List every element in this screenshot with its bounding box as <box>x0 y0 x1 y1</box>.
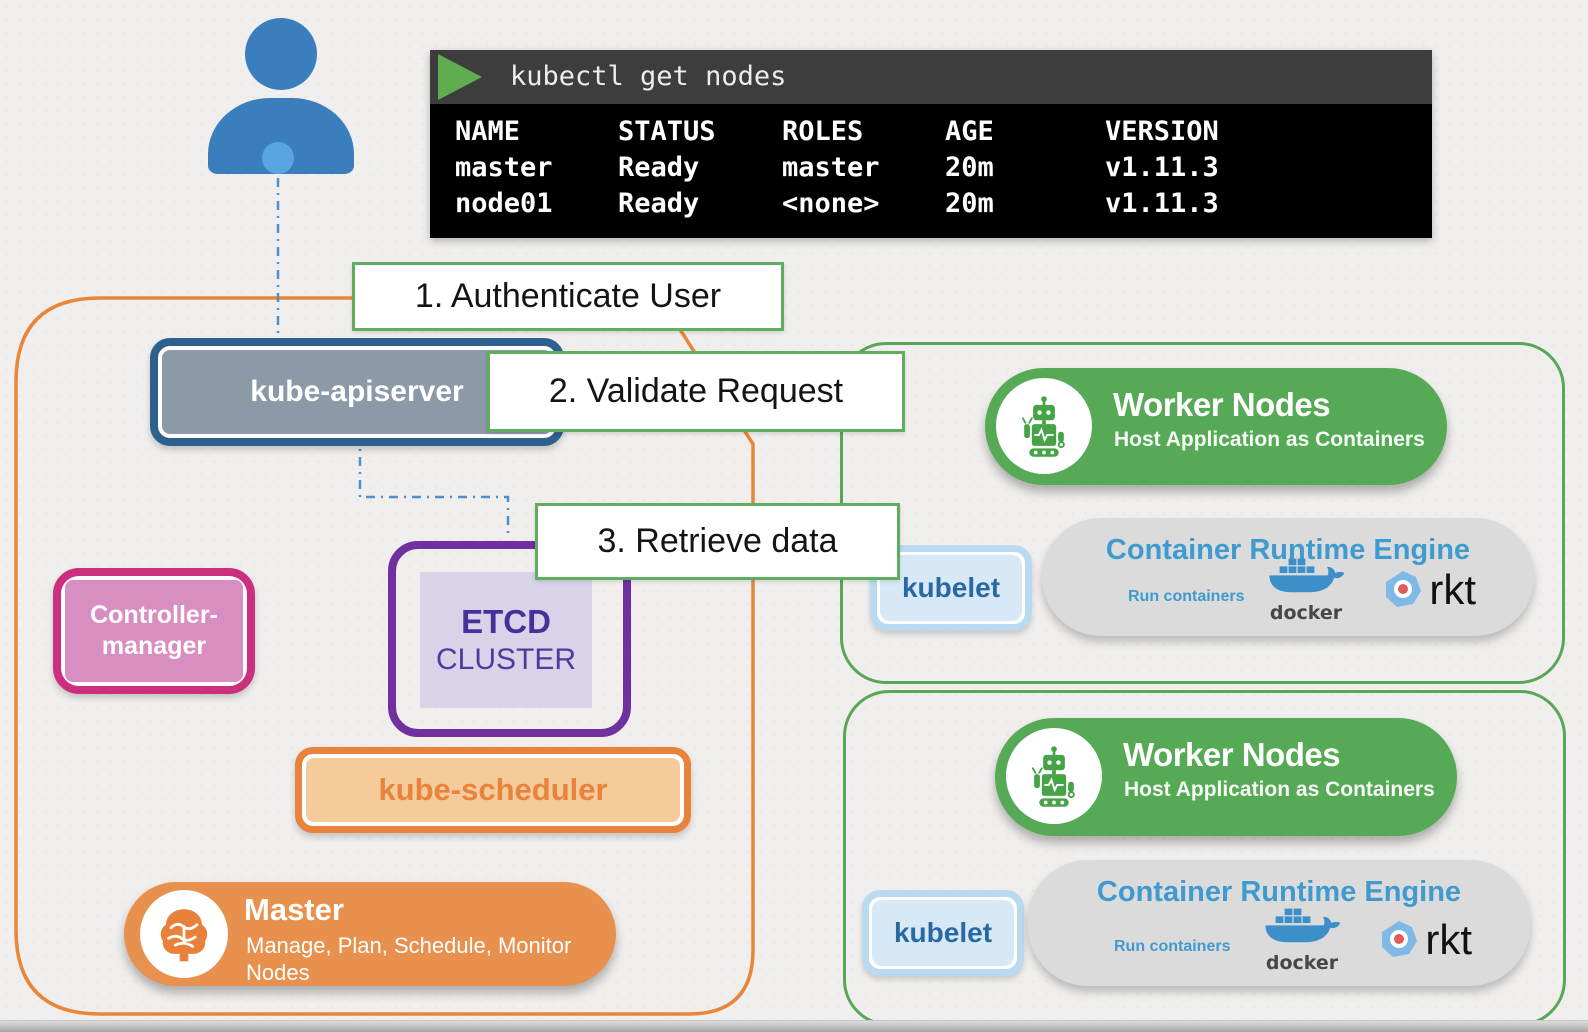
step-retrieve-data: 3. Retrieve data <box>535 503 900 580</box>
col-header-status: STATUS <box>618 116 716 147</box>
col-header-name: NAME <box>455 116 521 147</box>
worker-nodes-title: Worker Nodes <box>1123 736 1341 773</box>
table-cell: 20m <box>945 188 994 219</box>
brain-icon <box>160 909 208 962</box>
play-icon <box>438 54 482 100</box>
kube-scheduler-box: kube-scheduler <box>295 747 691 833</box>
docker-icon <box>1265 908 1341 943</box>
step-authenticate-user: 1. Authenticate User <box>352 262 784 331</box>
table-cell: 20m <box>945 152 994 183</box>
terminal-window: kubectl get nodes NAME STATUS ROLES AGE … <box>430 50 1432 238</box>
table-cell: <none> <box>782 188 880 219</box>
docker-label: docker <box>1265 952 1339 974</box>
apiserver-to-etcd-dashed-line <box>358 434 510 539</box>
table-cell: v1.11.3 <box>1105 152 1219 183</box>
table-cell: master <box>455 152 553 183</box>
master-subtitle: Manage, Plan, Schedule, Monitor Nodes <box>246 933 572 985</box>
cre-caption: Run containers <box>1114 938 1231 955</box>
rkt-logo: rkt <box>1379 916 1472 963</box>
robot-icon-circle <box>996 378 1092 474</box>
rkt-icon <box>1382 921 1418 957</box>
etcd-cluster-inner: ETCD CLUSTER <box>420 572 592 708</box>
rkt-logo: rkt <box>1383 566 1476 613</box>
cre-caption: Run containers <box>1128 588 1245 605</box>
docker-logo: docker <box>1260 907 1344 974</box>
cre-title: Container Runtime Engine <box>1096 876 1462 908</box>
worker-nodes-title: Worker Nodes <box>1113 386 1331 423</box>
etcd-subtitle: CLUSTER <box>435 643 577 676</box>
kubelet-label: kubelet <box>872 900 1014 966</box>
kube-scheduler-label: kube-scheduler <box>306 758 680 822</box>
col-header-age: AGE <box>945 116 994 147</box>
kubelet-box-1: kubelet <box>870 545 1032 631</box>
master-pill: Master Manage, Plan, Schedule, Monitor N… <box>124 882 616 986</box>
rkt-label: rkt <box>1429 566 1476 613</box>
step-validate-request: 2. Validate Request <box>487 351 905 432</box>
docker-logo: docker <box>1264 557 1348 624</box>
col-header-roles: ROLES <box>782 116 864 147</box>
terminal-command: kubectl get nodes <box>510 61 787 92</box>
brain-icon-circle <box>140 890 228 978</box>
table-cell: master <box>782 152 880 183</box>
user-icon-chest-dot <box>262 142 294 174</box>
rkt-label: rkt <box>1425 916 1472 963</box>
container-runtime-pill-2: Container Runtime Engine Run containers … <box>1028 860 1530 986</box>
docker-icon <box>1269 558 1345 593</box>
kubelet-label: kubelet <box>880 555 1022 621</box>
cre-title: Container Runtime Engine <box>1105 534 1471 566</box>
worker-nodes-subtitle: Host Application as Containers <box>1114 428 1425 451</box>
table-cell: Ready <box>618 152 700 183</box>
robot-icon <box>1021 396 1065 457</box>
worker-nodes-pill-2: Worker Nodes Host Application as Contain… <box>995 718 1457 836</box>
col-header-version: VERSION <box>1105 116 1219 147</box>
robot-icon-circle <box>1006 728 1102 824</box>
controller-line2: manager <box>101 632 207 660</box>
worker-nodes-pill-1: Worker Nodes Host Application as Contain… <box>985 368 1447 485</box>
table-cell: v1.11.3 <box>1105 188 1219 219</box>
nodes-table: NAME STATUS ROLES AGE VERSION master Rea… <box>455 116 1219 224</box>
table-cell: node01 <box>455 188 553 219</box>
worker-nodes-subtitle: Host Application as Containers <box>1124 778 1435 801</box>
controller-line1: Controller- <box>90 601 218 629</box>
kubelet-box-2: kubelet <box>862 890 1024 976</box>
controller-manager-box: Controller- manager <box>53 568 255 694</box>
terminal-header: kubectl get nodes <box>430 50 1432 104</box>
user-icon <box>245 18 317 90</box>
table-cell: Ready <box>618 188 700 219</box>
window-bottom-edge <box>0 1020 1588 1032</box>
rkt-icon <box>1386 571 1422 607</box>
master-title: Master <box>244 892 344 927</box>
controller-manager-label: Controller- manager <box>65 580 243 682</box>
docker-label: docker <box>1269 602 1343 624</box>
etcd-title: ETCD <box>461 603 551 640</box>
terminal-output: NAME STATUS ROLES AGE VERSION master Rea… <box>430 104 1432 238</box>
robot-icon <box>1031 746 1075 807</box>
container-runtime-pill-1: Container Runtime Engine Run containers … <box>1042 518 1534 636</box>
